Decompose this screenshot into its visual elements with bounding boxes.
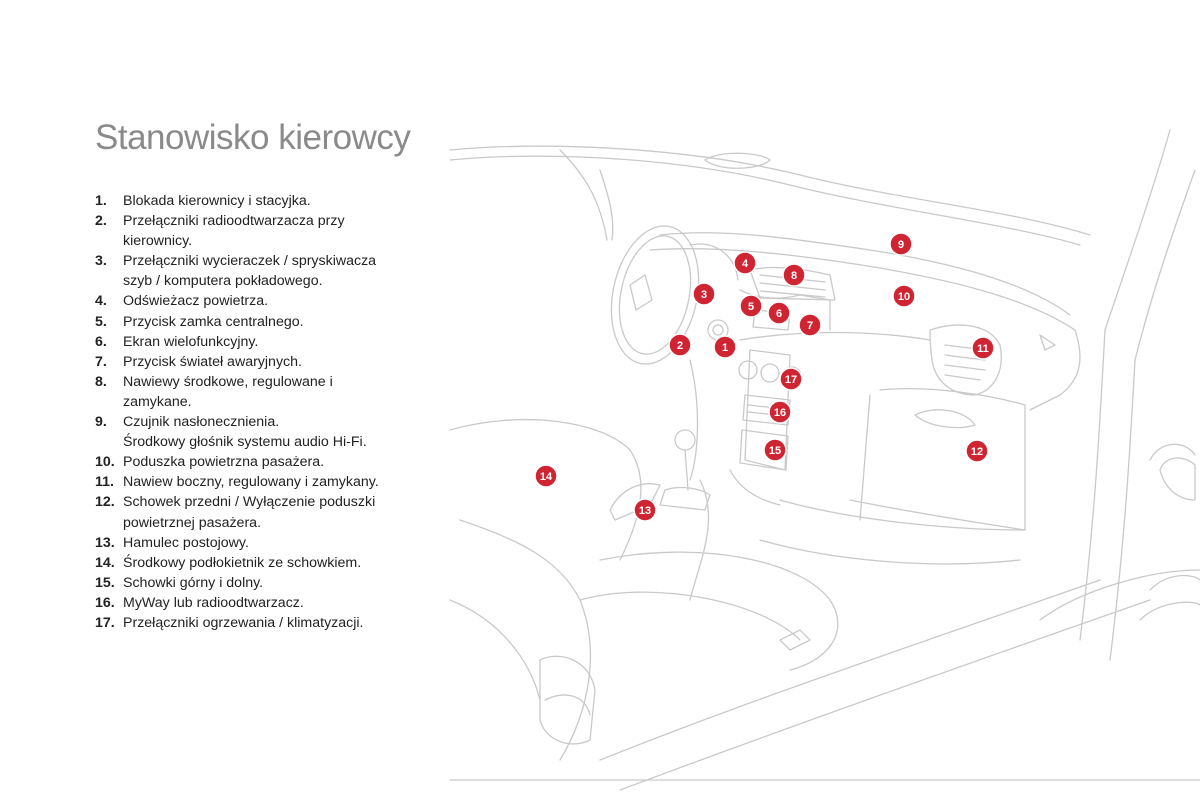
legend-item: 10. Poduszka powietrzna pasażera. [95, 452, 425, 472]
svg-text:11: 11 [977, 343, 989, 355]
svg-text:4: 4 [742, 258, 749, 270]
legend-number: 14. [95, 554, 115, 571]
callout-7: 7 [798, 313, 822, 337]
legend-item: 3. Przełączniki wycieraczek / spryskiwacz… [95, 251, 425, 291]
legend-number: 6. [95, 333, 107, 350]
legend-text: Środkowy głośnik systemu audio Hi-Fi. [123, 434, 367, 451]
legend-text: powietrznej pasażera. [123, 514, 262, 531]
legend-text: Przełączniki wycieraczek / spryskiwacza [123, 253, 377, 270]
legend-number: 10. [95, 454, 115, 471]
callout-3: 3 [692, 282, 716, 306]
legend-text: Schowek przedni / Wyłączenie poduszki [123, 494, 376, 511]
svg-text:17: 17 [785, 374, 797, 386]
svg-text:16: 16 [774, 407, 786, 419]
svg-text:15: 15 [769, 445, 781, 457]
legend-text: MyWay lub radioodtwarzacz. [123, 594, 304, 611]
legend-number: 2. [95, 213, 107, 230]
legend-item: 15. Schowki górny i dolny. [95, 573, 425, 593]
svg-text:3: 3 [701, 289, 707, 301]
callout-9: 9 [889, 232, 913, 256]
callout-13: 13 [633, 498, 657, 522]
callout-6: 6 [767, 301, 791, 325]
callout-5: 5 [739, 294, 763, 318]
legend-item: 8. Nawiewy środkowe, regulowane i zamykane… [95, 372, 425, 412]
legend-item: 4. Odświeżacz powietrza. [95, 291, 425, 311]
legend-text: Blokada kierownicy i stacyjka. [123, 193, 311, 209]
callout-15: 15 [763, 438, 787, 462]
dashboard-line-art: 1 2 3 4 5 6 7 8 9 10 11 12 13 14 15 16 1… [449, 129, 1200, 791]
legend-number: 8. [95, 373, 107, 390]
svg-text:9: 9 [898, 239, 904, 251]
legend-number: 3. [95, 253, 107, 270]
legend-number: 15. [95, 574, 115, 591]
legend-text: kierownicy. [123, 233, 193, 250]
legend-text: Przełączniki radioodtwarzacza przy [123, 213, 345, 230]
legend-list: 1. Blokada kierownicy i stacyjka. 2. Przeł… [95, 191, 425, 633]
legend-number: 7. [95, 353, 107, 370]
svg-text:12: 12 [971, 446, 983, 458]
legend-item: 13. Hamulec postojowy. [95, 533, 425, 553]
legend-text: Ekran wielofunkcyjny. [123, 333, 259, 350]
svg-text:10: 10 [898, 291, 910, 303]
callout-11: 11 [971, 336, 995, 360]
legend-number: 13. [95, 534, 115, 551]
legend-number: 17. [95, 614, 115, 631]
callout-14: 14 [534, 464, 558, 488]
legend-item: 14. Środkowy podłokietnik ze schowkiem. [95, 553, 425, 573]
callout-1: 1 [713, 335, 737, 359]
legend-item: 17. Przełączniki ogrzewania / klimatyzacj… [95, 613, 425, 633]
legend-number: 11. [95, 474, 114, 491]
callout-8: 8 [782, 263, 806, 287]
legend-item: 1. Blokada kierownicy i stacyjka. [95, 191, 425, 211]
legend-number: 12. [95, 494, 115, 511]
legend-text: Schowki górny i dolny. [123, 574, 264, 591]
svg-text:14: 14 [540, 471, 553, 483]
legend-number: 1. [95, 193, 107, 209]
callout-4: 4 [733, 251, 757, 275]
svg-text:1: 1 [722, 342, 728, 354]
legend-text: Nawiewy środkowe, regulowane i [123, 373, 333, 390]
svg-text:5: 5 [748, 301, 754, 313]
legend-text: Przycisk zamka centralnego. [123, 313, 304, 330]
legend-text: zamykane. [123, 393, 192, 410]
legend-text: Przełączniki ogrzewania / klimatyzacji. [123, 614, 364, 631]
legend-item: 2. Przełączniki radioodtwarzacza przy kier… [95, 211, 425, 251]
svg-text:8: 8 [791, 270, 797, 282]
legend-number: 4. [95, 293, 107, 310]
callout-16: 16 [768, 400, 792, 424]
legend-item: 6. Ekran wielofunkcyjny. [95, 332, 425, 352]
legend-text: Poduszka powietrzna pasażera. [123, 454, 325, 471]
legend-text: szyb / komputera pokładowego. [123, 273, 323, 290]
legend-text: Czujnik nasłonecznienia. [123, 414, 280, 431]
legend-item: 16. MyWay lub radioodtwarzacz. [95, 593, 425, 613]
legend-item: 12. Schowek przedni / Wyłączenie poduszki… [95, 492, 425, 532]
legend-item: 5. Przycisk zamka centralnego. [95, 312, 425, 332]
callout-12: 12 [965, 439, 989, 463]
page-title: Stanowisko kierowcy [95, 118, 411, 157]
svg-text:2: 2 [677, 340, 683, 352]
legend-item: 9. Czujnik nasłonecznienia. Środkowy głośn… [95, 412, 425, 452]
callout-10: 10 [892, 284, 916, 308]
legend-item: 7. Przycisk świateł awaryjnych. [95, 352, 425, 372]
svg-text:6: 6 [776, 308, 782, 320]
dashboard-illustration: 1 2 3 4 5 6 7 8 9 10 11 12 13 14 15 16 1… [440, 120, 1200, 800]
svg-text:7: 7 [807, 320, 813, 332]
legend-text: Przycisk świateł awaryjnych. [123, 353, 302, 370]
legend-text: Odświeżacz powietrza. [123, 293, 269, 310]
legend-text: Hamulec postojowy. [123, 534, 249, 551]
legend-text: Nawiew boczny, regulowany i zamykany. [123, 474, 379, 491]
legend-text: Środkowy podłokietnik ze schowkiem. [123, 554, 362, 571]
svg-text:13: 13 [639, 505, 651, 517]
legend-number: 5. [95, 313, 107, 330]
legend-number: 16. [95, 594, 115, 611]
callout-17: 17 [779, 367, 803, 391]
legend-number: 9. [95, 414, 107, 431]
callout-2: 2 [668, 333, 692, 357]
legend-item: 11. Nawiew boczny, regulowany i zamykany. [95, 472, 425, 492]
